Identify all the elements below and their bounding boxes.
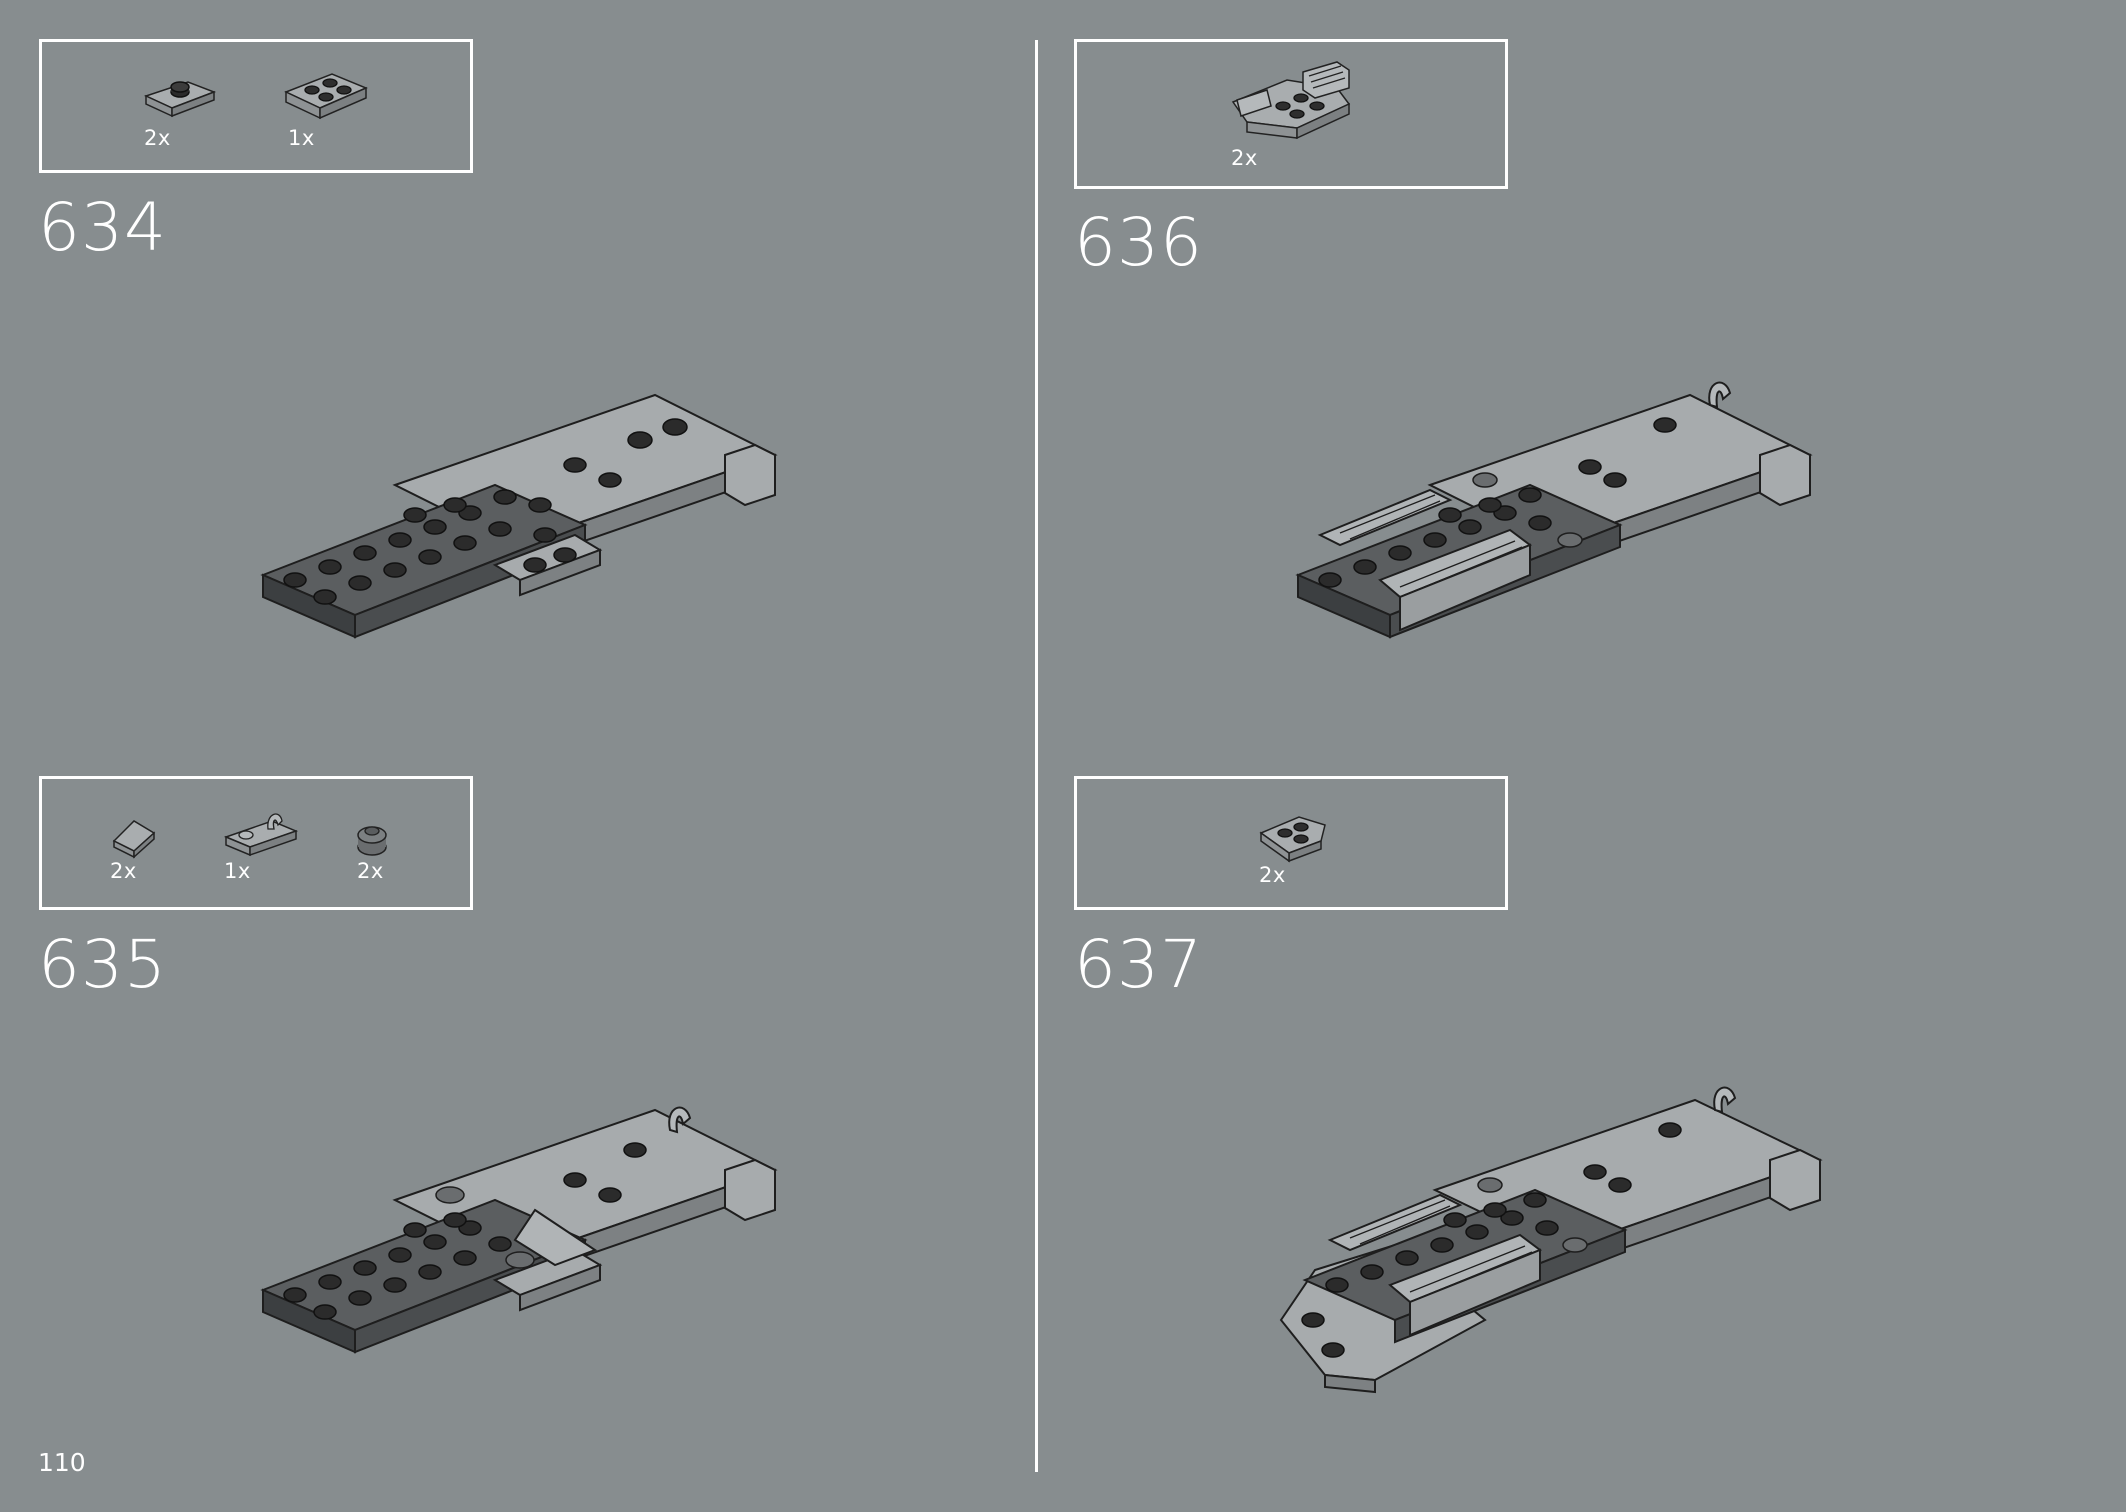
step-number: 634	[38, 189, 167, 266]
grille-wedge-plate-icon	[1231, 61, 1351, 140]
step-637-parts-box: 2x	[1074, 776, 1508, 910]
step-635-parts-box: 2x 1x 2x	[39, 776, 473, 910]
step-number: 637	[1074, 926, 1203, 1003]
step-number: 635	[38, 926, 167, 1003]
step-634-parts-box: 2x 1x	[39, 39, 473, 173]
slope-tile-icon	[112, 820, 156, 859]
step-634-model-illustration	[260, 393, 778, 639]
clip-plate-icon	[223, 813, 299, 857]
step-636-model-illustration	[1295, 381, 1813, 639]
part-qty: 2x	[1259, 863, 1286, 887]
step-635-model-illustration	[260, 1106, 778, 1354]
part-qty: 2x	[144, 126, 171, 150]
page-number: 110	[38, 1448, 86, 1477]
step-637-model-illustration	[1279, 1086, 1823, 1394]
plate-2x2-icon	[284, 73, 368, 120]
part-qty: 2x	[1231, 146, 1258, 170]
wedge-plate-icon	[1259, 816, 1326, 863]
step-636-parts-box: 2x	[1074, 39, 1508, 189]
step-number: 636	[1074, 204, 1203, 281]
jumper-plate-icon	[143, 81, 217, 118]
part-qty: 1x	[288, 126, 315, 150]
part-qty: 1x	[224, 859, 251, 883]
part-qty: 2x	[110, 859, 137, 883]
part-qty: 2x	[357, 859, 384, 883]
round-brick-icon	[357, 826, 387, 856]
page-divider	[1035, 40, 1038, 1472]
